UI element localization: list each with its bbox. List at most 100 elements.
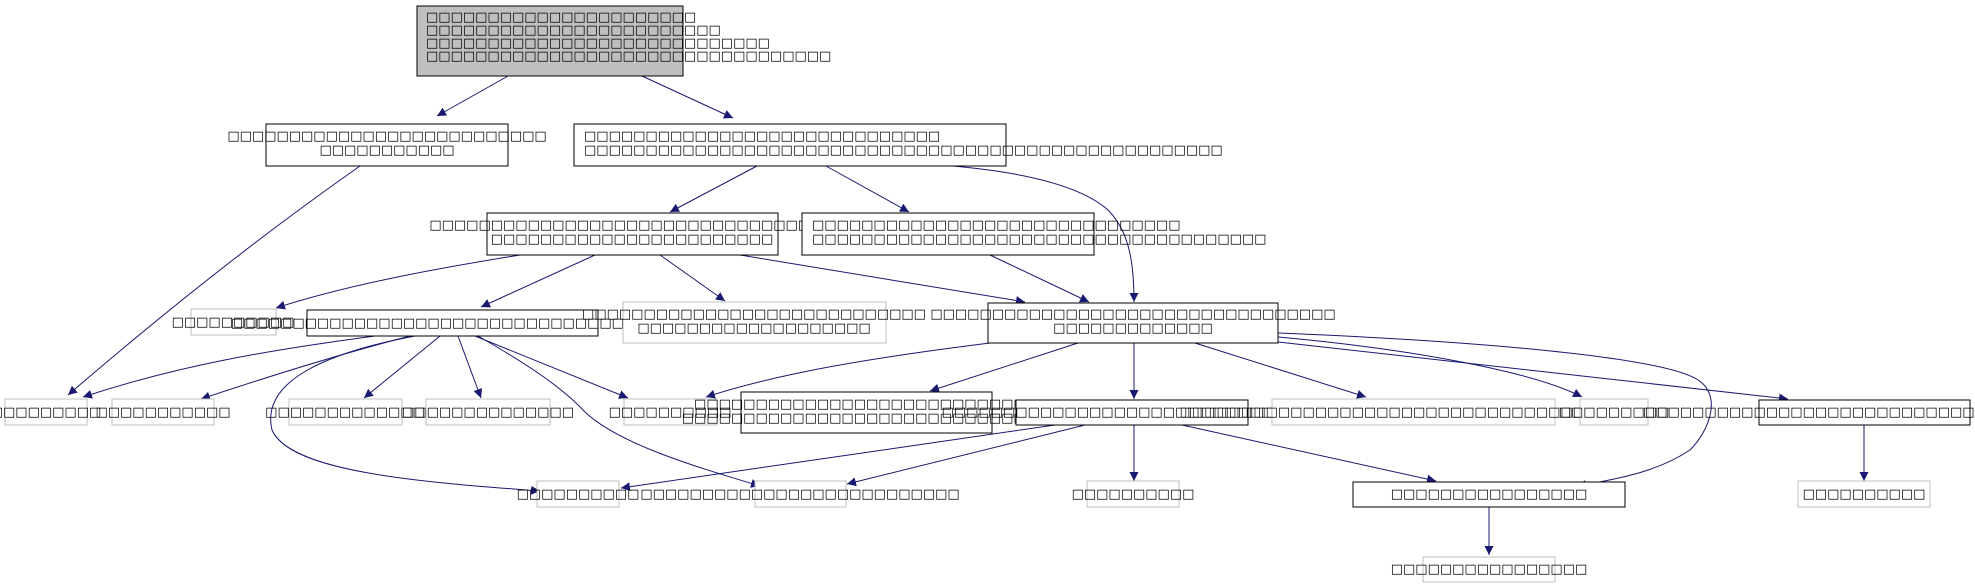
edge-n6-n9 [82,335,376,399]
node-n23-line-1: □□□□□□□□□□□□□□□□ [1391,562,1588,577]
node-n19-line-1: □□□□□□□□□ [1559,405,1670,420]
node-n5-line-1: □□□□□□□□□□ [172,315,295,330]
svg-text:□□□□□□□□□□: □□□□□□□□□□ [1803,487,1926,502]
graph-node-n21[interactable]: □□□□□□□□□□ [1797,480,1931,508]
svg-text:□□□□□□□□□□□□□□□□: □□□□□□□□□□□□□□□□ [1391,487,1588,502]
edge-n15-n18 [846,424,1086,487]
graph-node-n14[interactable]: □□□□□□□□□□□□□□□□□□□□□□□□□□□□ □□□□□□□□□□□… [682,391,1050,434]
node-n21-line-1: □□□□□□□□□□ [1803,487,1926,502]
svg-text:□□□□□□□□□□□□□: □□□□□□□□□□□□□ [1053,321,1213,336]
edge-n1-n9 [67,165,361,396]
edge-n8-n19 [1277,336,1583,398]
node-n12-line-1: □□□□□□□□□□□□□□ [402,405,574,420]
edge-root-n2 [641,75,734,119]
svg-text:□□□□□□□□□□□□□□□□□□□□□□□□: □□□□□□□□□□□□□□□□□□□□□□□□ [426,23,721,38]
svg-text:□□□□□□□□□□□□□□□□□□□□□□□□□□□□□□: □□□□□□□□□□□□□□□□□□□□□□□□□□□□□□□□□ [426,49,831,64]
edge-n4-n8 [989,254,1090,303]
node-root-line-2: □□□□□□□□□□□□□□□□□□□□□□□□ [426,23,721,38]
node-n7-line-1: □□□□□□□□□□□□□□□□□□□□□□□□□□□□ [582,307,926,322]
graph-node-n19[interactable]: □□□□□□□□□ [1559,398,1670,426]
graph-node-n4[interactable]: □□□□□□□□□□□□□□□□□□□□□□□□□□□□□□ □□□□□□□□□… [801,212,1266,256]
graph-node-n22[interactable]: □□□□□□□□□□□□□□□□□□□□□□□□□□□□□□□□□□□□ [1643,399,1975,426]
edge-n8-n24 [1277,332,1712,489]
node-n7-line-2: □□□□□□□□□□□□□□□□□□□ [637,321,870,336]
node-n24-line-1: □□□□□□□□□□□□□□□□ [1391,487,1588,502]
edge-n3-n8 [739,254,1026,305]
node-n1-line-2: □□□□□□□□□□□ [319,143,454,158]
graph-node-n9[interactable]: □□□□□□□□□ [0,398,101,426]
graph-node-n11[interactable]: □□□□□□□□□□□□□ [265,398,425,426]
node-n15-line-1: □□□□□□□□□□□□□□□□□□□□□□□□□□□□□□□ [942,405,1323,420]
graph-node-n8[interactable]: □□□□□□□□□□□□□□□□□□□□□□□□□□□□□□□□□ □□□□□□… [930,302,1336,344]
graph-node-n3[interactable]: □□□□□□□□□□□□□□□□□□□□□□□□□□□□□□□□□ □□□□□□… [429,212,835,256]
svg-text:□□□□□□□□□□□□□□□□□□□□□□□□□□□□□□: □□□□□□□□□□□□□□□□□□□□□□□□□□□□□□□□□ [930,307,1335,322]
svg-text:□□□□□□□□□□□□□: □□□□□□□□□□□□□ [265,405,425,420]
node-n3-line-1: □□□□□□□□□□□□□□□□□□□□□□□□□□□□□□□□□ [429,218,834,233]
svg-text:□□□□□□□□□□: □□□□□□□□□□ [1072,487,1195,502]
svg-text:□□□□□□□□□□□□□□□□□□□□□□□□□□□□□□: □□□□□□□□□□□□□□□□□□□□□□□□□□□□□□□□□□□□□□ [1180,405,1647,420]
graph-node-n16[interactable]: □□□□□□□□□□□□□□□□□□□□□□□□□□□□□□□□□□□□□□ [1180,398,1647,426]
edge-n8-n16 [1194,342,1367,399]
graph-node-n20[interactable]: □□□□□□□□□□ [1072,480,1195,508]
node-n3-line-2: □□□□□□□□□□□□□□□□□□□□□□□ [491,232,774,247]
graph-node-n12[interactable]: □□□□□□□□□□□□□□ [402,398,574,426]
edge-n8-n14 [929,342,1079,393]
node-n8-line-1: □□□□□□□□□□□□□□□□□□□□□□□□□□□□□□□□□ [930,307,1335,322]
edge-n2-n3 [669,165,758,213]
edge-n3-n5 [275,254,521,310]
node-n2-line-1: □□□□□□□□□□□□□□□□□□□□□□□□□□□□□ [584,129,940,144]
node-root-line-1: □□□□□□□□□□□□□□□□□□□□□□ [426,10,696,25]
graph-node-n5[interactable]: □□□□□□□□□□ [172,308,295,336]
graph-node-n18[interactable]: □□□□□□□□□□□□□□□□□□□□□□□□□□ [640,480,960,508]
svg-text:□□□□□□□□□□□□□□□□□□□□□□□□□□□□□: □□□□□□□□□□□□□□□□□□□□□□□□□□□□□ [584,129,940,144]
graph-node-n24[interactable]: □□□□□□□□□□□□□□□□ [1352,481,1626,508]
svg-text:□□□□□□□□□□□□□□□□□□□□□□□□□□□□: □□□□□□□□□□□□□□□□□□□□□□□□□□□□ [582,307,926,322]
edge-n15-n17 [620,424,1056,492]
node-n14-line-2: □□□□□□□□□□□□□□□□□□□□□□□□□□□□□□ [682,411,1050,426]
svg-text:□□□□□□□□□□□□□□: □□□□□□□□□□□□□□ [402,405,574,420]
edge-n8-n13 [705,342,991,399]
svg-text:□□□□□□□□□□□□□□□□□□□□□□□□□□□□: □□□□□□□□□□□□□□□□□□□□□□□□□□□□ [694,397,1038,412]
svg-text:□□□□□□□□□□□□□□□□□□□□□□□□□□□□□□: □□□□□□□□□□□□□□□□□□□□□□□□□□□□□□□□□□□□ [1643,405,1975,420]
graph-node-n13[interactable]: □□□□□□□□□□ [609,398,732,426]
svg-text:□□□□□□□□□□□□□□□□□□□□□□□□□□: □□□□□□□□□□□□□□□□□□□□□□□□□□ [227,129,546,144]
svg-text:□□□□□□□□□□□□□□□□□□□□□□□□□□□□□□: □□□□□□□□□□□□□□□□□□□□□□□□□□□□□□□□□□□□□ [812,232,1266,247]
svg-text:□□□□□□□□□□: □□□□□□□□□□ [609,405,732,420]
node-n13-line-1: □□□□□□□□□□ [609,405,732,420]
graph-node-n15[interactable]: □□□□□□□□□□□□□□□□□□□□□□□□□□□□□□□ [942,399,1323,426]
svg-text:□□□□□□□□□□□□□□□□□□□□□□□□□□: □□□□□□□□□□□□□□□□□□□□□□□□□□ [640,487,959,502]
node-n18-line-1: □□□□□□□□□□□□□□□□□□□□□□□□□□ [640,487,959,502]
graph-node-n6[interactable]: □□□□□□□□□□□□□□□□□□□□□□□□□□□□□□□□□□□□ [231,309,673,337]
graph-node-root[interactable]: □□□□□□□□□□□□□□□□□□□□□□ □□□□□□□□□□□□□□□□□… [416,5,831,77]
graph-node-n2[interactable]: □□□□□□□□□□□□□□□□□□□□□□□□□□□□□ □□□□□□□□□□… [573,123,1223,167]
node-n6-line-1: □□□□□□□□□□□□□□□□□□□□□□□□□□□□□□□□□□□□ [231,316,673,331]
node-n4-line-2: □□□□□□□□□□□□□□□□□□□□□□□□□□□□□□□□□□□□□ [812,232,1266,247]
graph-node-n7[interactable]: □□□□□□□□□□□□□□□□□□□□□□□□□□□□ □□□□□□□□□□□… [582,301,926,344]
svg-text:□□□□□□□□□□□□□□□□: □□□□□□□□□□□□□□□□ [1391,562,1588,577]
svg-text:□□□□□□□□□□□□□□□□□□□□□□□□□□□□□□: □□□□□□□□□□□□□□□□□□□□□□□□□□□□□□ [682,411,1050,426]
edge-n8-n22 [1277,341,1789,403]
svg-text:□□□□□□□□□□□□□□□□□□□□□□□□□□□□□□: □□□□□□□□□□□□□□□□□□□□□□□□□□□□□□□□□□□□ [231,316,673,331]
graph-node-n17[interactable]: □□□□□□□□□□ [517,480,640,508]
node-n11-line-1: □□□□□□□□□□□□□ [265,405,425,420]
node-n1-line-1: □□□□□□□□□□□□□□□□□□□□□□□□□□ [227,129,546,144]
edge-n3-n7 [659,254,726,302]
node-n10-line-1: □□□□□□□□□□□ [95,405,230,420]
node-n17-line-1: □□□□□□□□□□ [517,487,640,502]
svg-text:□□□□□□□□□□: □□□□□□□□□□ [517,487,640,502]
edge-n3-n6 [480,254,596,308]
svg-text:□□□□□□□□□□□□□□□□□□□□□□□□□□□□□□: □□□□□□□□□□□□□□□□□□□□□□□□□□□□□□□□□ [429,218,834,233]
edge-n6-n18 [477,335,761,488]
node-n20-line-1: □□□□□□□□□□ [1072,487,1195,502]
svg-text:□□□□□□□□□□□: □□□□□□□□□□□ [95,405,230,420]
node-n9-line-1: □□□□□□□□□ [0,405,101,420]
graph-node-n1[interactable]: □□□□□□□□□□□□□□□□□□□□□□□□□□ □□□□□□□□□□□ [227,123,547,167]
edge-n15-n24 [1181,424,1437,484]
node-root-line-3: □□□□□□□□□□□□□□□□□□□□□□□□□□□□ [426,36,770,51]
node-n14-line-1: □□□□□□□□□□□□□□□□□□□□□□□□□□□□ [694,397,1038,412]
svg-text:□□□□□□□□□□□□□□□□□□□□□□□: □□□□□□□□□□□□□□□□□□□□□□□ [491,232,774,247]
graph-node-n10[interactable]: □□□□□□□□□□□ [95,398,231,426]
graph-node-n23[interactable]: □□□□□□□□□□□□□□□□ [1391,556,1588,583]
svg-text:□□□□□□□□□: □□□□□□□□□ [0,405,101,420]
